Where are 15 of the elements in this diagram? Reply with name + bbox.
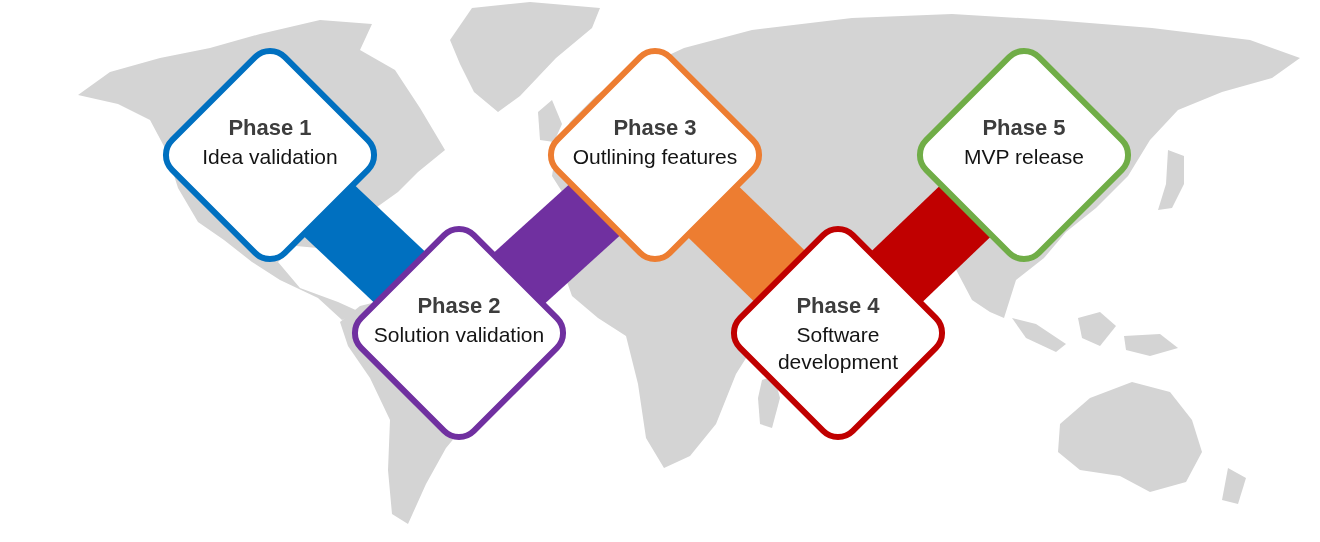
phase-diamond — [352, 226, 566, 440]
phase-description: Software development — [776, 322, 900, 375]
phase-diamond — [163, 48, 377, 262]
phase-title: Phase 4 — [796, 292, 880, 320]
phase-diamond — [548, 48, 762, 262]
phase-description: Solution validation — [373, 322, 545, 348]
phase-title: Phase 2 — [417, 292, 501, 320]
phase-diamond — [731, 226, 945, 440]
phase-description: Idea validation — [202, 144, 338, 170]
phase-title: Phase 1 — [228, 114, 312, 142]
phase-description: MVP release — [964, 144, 1084, 170]
phase-title: Phase 3 — [613, 114, 697, 142]
phase-description: Outlining features — [572, 144, 738, 170]
phase-diamond — [917, 48, 1131, 262]
phase-title: Phase 5 — [982, 114, 1066, 142]
